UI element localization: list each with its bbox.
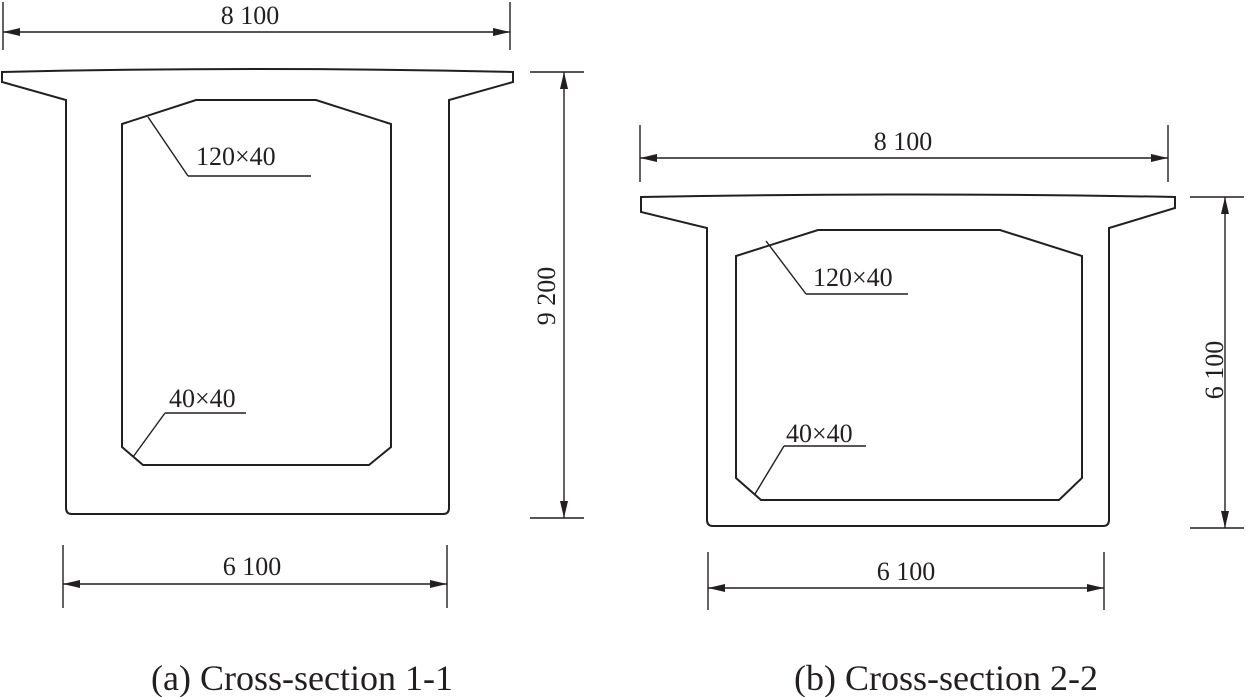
section-1-bottom-chamfer-callout: 40×40 bbox=[132, 384, 246, 458]
section-1-top-chamfer-callout: 120×40 bbox=[147, 116, 311, 177]
section-1-caption: (a) Cross-section 1-1 bbox=[151, 658, 453, 697]
section-1-top-chamfer-label: 120×40 bbox=[196, 142, 276, 171]
section-2-top-dimension: 8 100 bbox=[639, 125, 1169, 182]
section-2-bottom-chamfer-callout: 40×40 bbox=[754, 419, 866, 495]
section-1-bottom-dimension: 6 100 bbox=[62, 545, 448, 608]
section-2-height-dimension: 6 100 bbox=[1190, 196, 1244, 529]
section-2-top-chamfer-callout: 120×40 bbox=[765, 240, 908, 295]
section-1-bottom-chamfer-label: 40×40 bbox=[169, 384, 236, 413]
section-2-bottom-chamfer-label: 40×40 bbox=[786, 419, 853, 448]
section-1-inner-cell bbox=[121, 99, 392, 466]
section-2-bottom-width-label: 6 100 bbox=[877, 557, 936, 586]
section-1-bottom-width-label: 6 100 bbox=[223, 552, 282, 581]
section-2-top-chamfer-label: 120×40 bbox=[813, 263, 893, 292]
section-1-top-width-label: 8 100 bbox=[221, 1, 280, 30]
section-2-caption: (b) Cross-section 2-2 bbox=[794, 658, 1098, 697]
section-2-bottom-dimension: 6 100 bbox=[707, 552, 1105, 610]
section-1-top-dimension: 8 100 bbox=[2, 1, 511, 50]
section-1-outer-contour bbox=[1, 68, 514, 515]
section-2-top-width-label: 8 100 bbox=[874, 127, 933, 156]
section-2-outer-contour bbox=[640, 193, 1176, 527]
section-2: 8 100 6 100 6 100 120×40 bbox=[639, 125, 1244, 697]
section-1-height-label: 9 200 bbox=[532, 267, 561, 326]
section-1: 8 100 6 100 9 200 120×40 bbox=[1, 1, 584, 697]
section-1-height-dimension: 9 200 bbox=[530, 71, 584, 519]
section-2-height-label: 6 100 bbox=[1200, 341, 1229, 400]
section-2-inner-cell bbox=[735, 229, 1083, 501]
